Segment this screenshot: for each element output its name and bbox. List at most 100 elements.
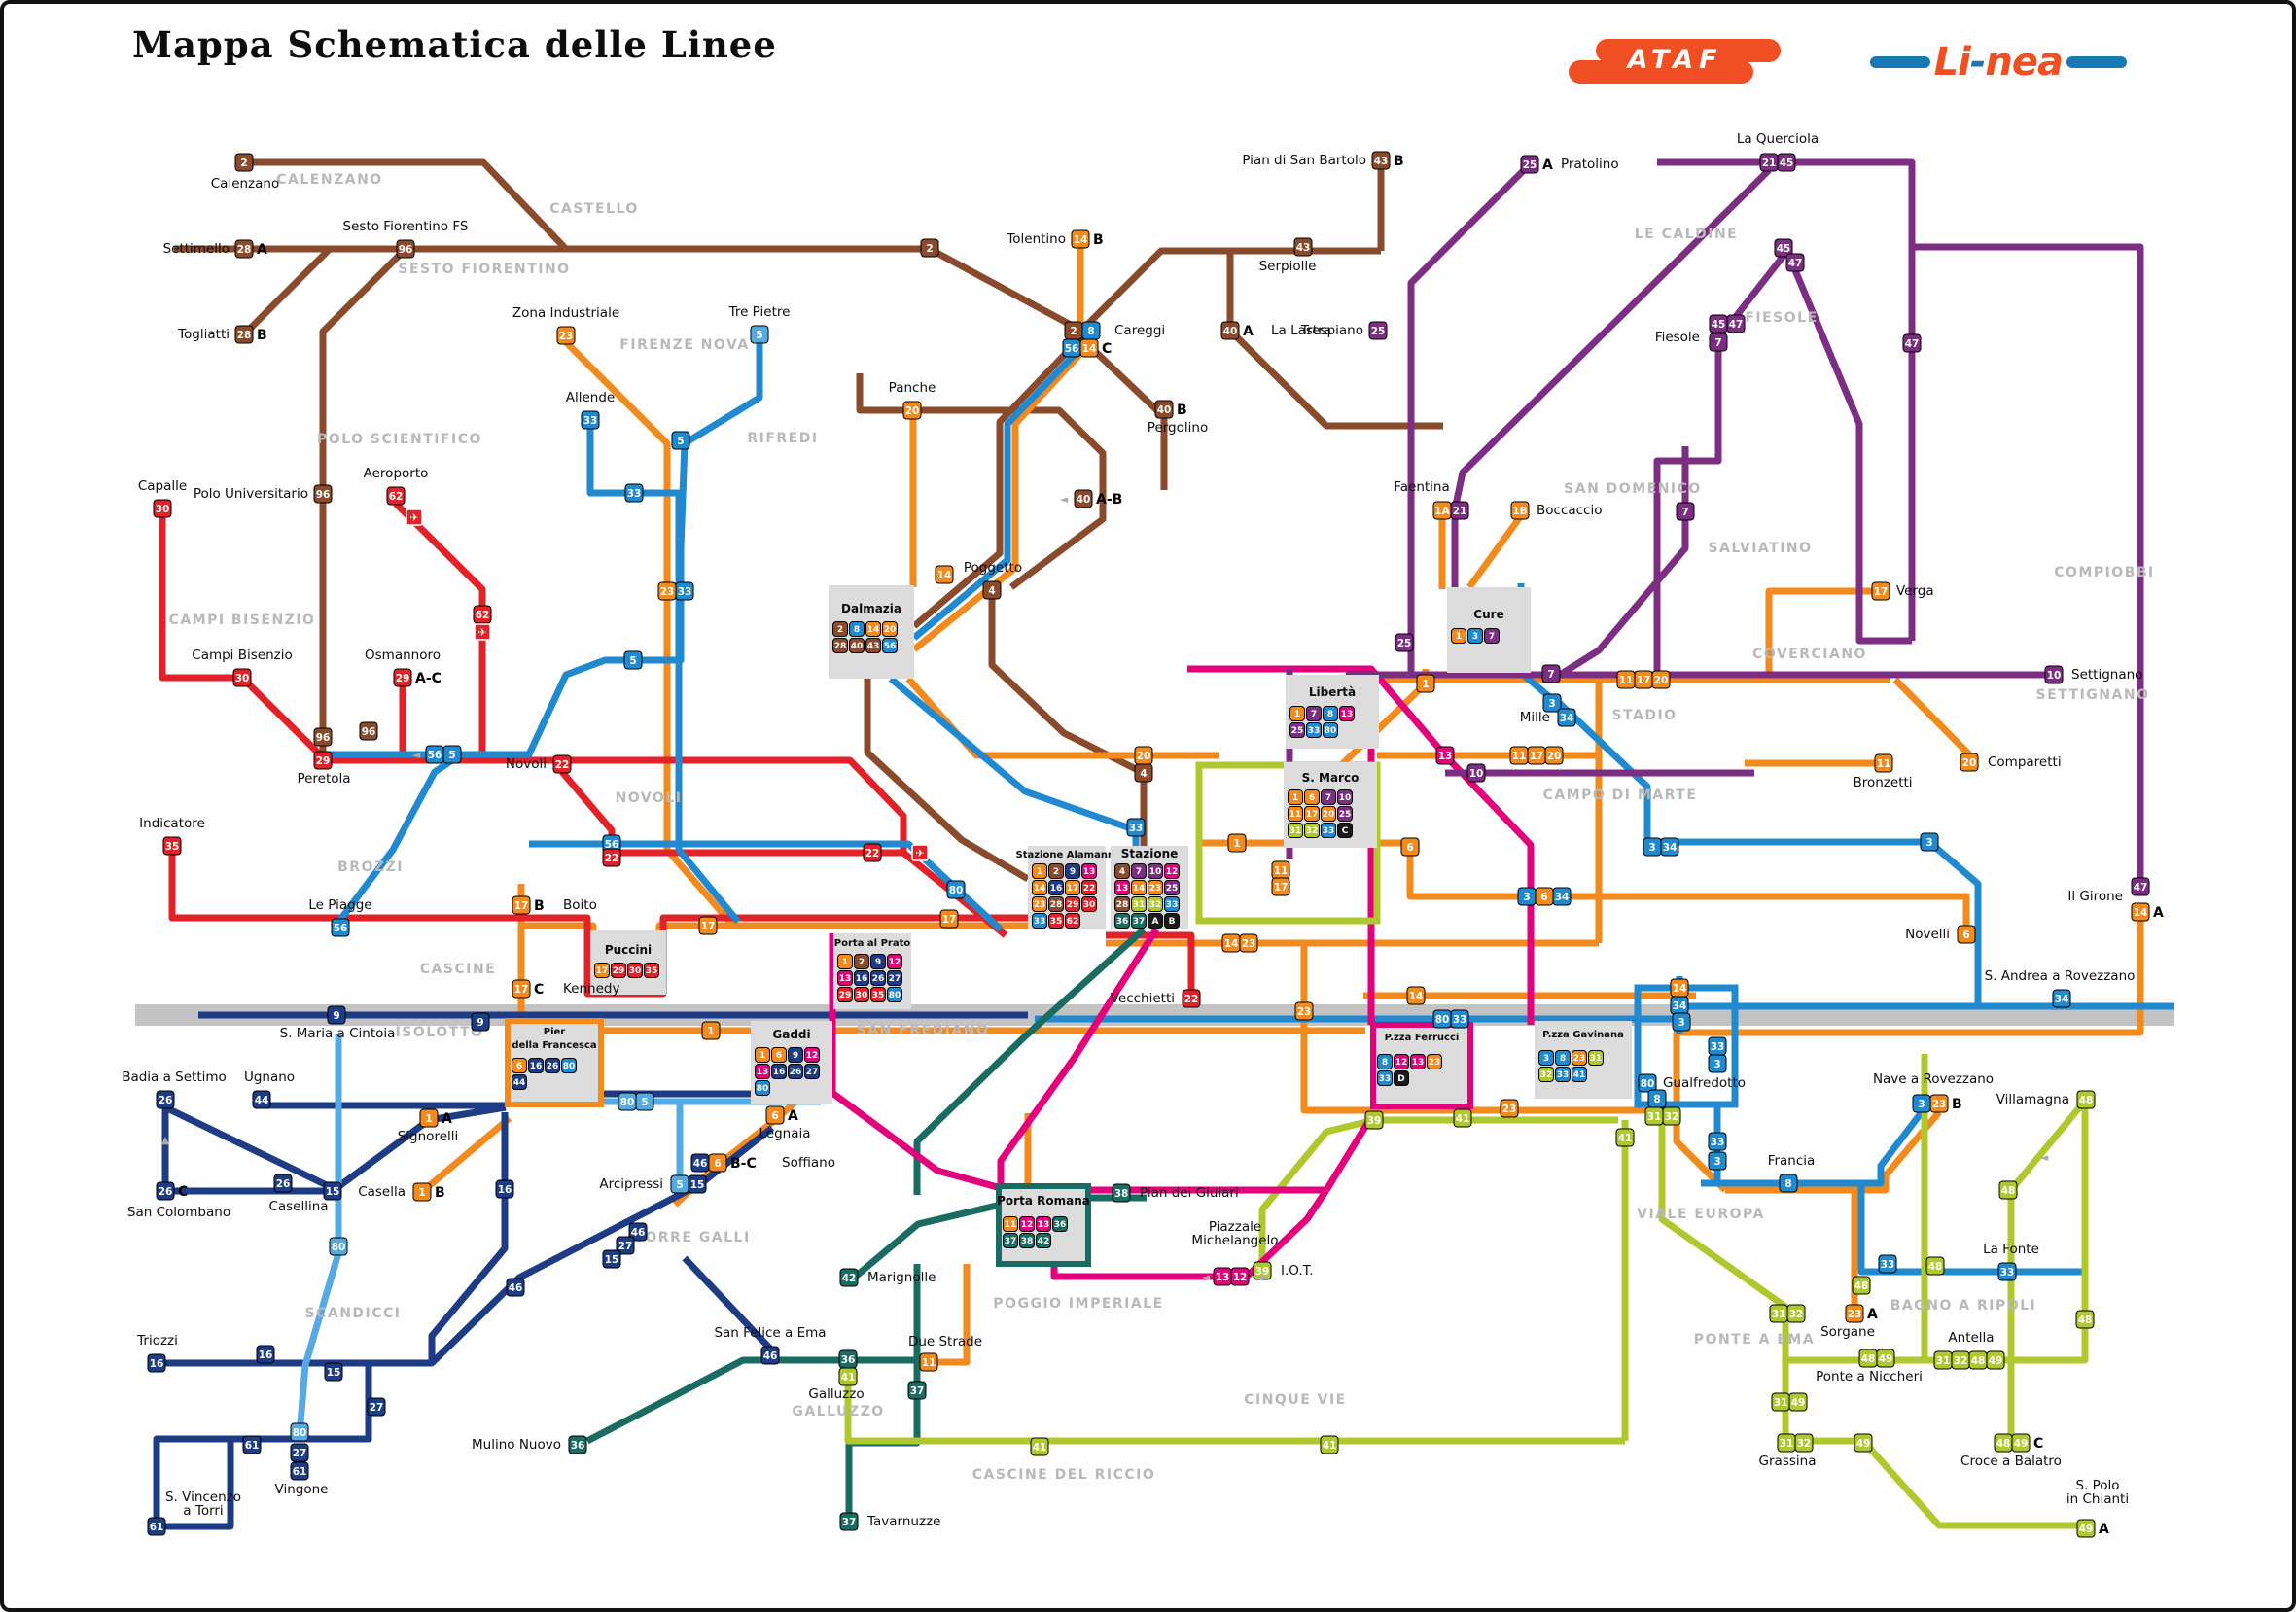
line-badge: 41 bbox=[1453, 1108, 1472, 1128]
bus-line bbox=[319, 246, 408, 760]
station: 47 bbox=[1785, 253, 1805, 272]
svg-text:17: 17 bbox=[1874, 586, 1889, 598]
area-label: SETTIGNANO bbox=[2036, 687, 2150, 703]
station-label: Antella bbox=[1948, 1330, 1994, 1346]
line-badge: 17 bbox=[939, 909, 959, 929]
line-badge: 1 bbox=[755, 1047, 770, 1063]
svg-text:49: 49 bbox=[1879, 1353, 1893, 1365]
branch-letter: A bbox=[1243, 324, 1254, 339]
branch-letter: B bbox=[1177, 403, 1187, 418]
svg-text:22: 22 bbox=[865, 848, 880, 859]
svg-text:36: 36 bbox=[1054, 1220, 1067, 1230]
line-badge: 9 bbox=[788, 1047, 803, 1063]
line-badge: 46 bbox=[760, 1346, 780, 1365]
svg-text:49: 49 bbox=[1989, 1355, 2003, 1367]
svg-text:2: 2 bbox=[240, 158, 247, 169]
station: 80 bbox=[290, 1422, 309, 1442]
line-badge: A bbox=[1148, 913, 1163, 929]
bus-line bbox=[1558, 446, 1689, 678]
svg-text:16: 16 bbox=[1050, 884, 1063, 894]
line-badge: 9 bbox=[1065, 863, 1080, 879]
branch-letter: A bbox=[257, 242, 267, 258]
svg-text:17: 17 bbox=[1637, 675, 1651, 686]
svg-text:11: 11 bbox=[1512, 751, 1527, 762]
station-label: S. Maria a Cintoia bbox=[280, 1026, 396, 1041]
line-badge: 30 bbox=[854, 987, 869, 1002]
svg-text:45: 45 bbox=[1777, 243, 1791, 255]
svg-text:23: 23 bbox=[1573, 1054, 1586, 1064]
line-badge: 33 bbox=[1126, 818, 1146, 837]
svg-text:14: 14 bbox=[867, 625, 880, 635]
line-badge: 1 bbox=[1288, 789, 1303, 805]
station-label: Poggetto bbox=[964, 560, 1022, 576]
station: 10 bbox=[1466, 763, 1486, 783]
line-badge: 33 bbox=[1306, 722, 1322, 738]
bus-line bbox=[330, 1104, 507, 1194]
branch-letter: B-C bbox=[730, 1156, 757, 1172]
svg-text:23: 23 bbox=[1242, 938, 1256, 950]
line-badge: 80 bbox=[1638, 1073, 1657, 1093]
station-label: I.O.T. bbox=[1281, 1263, 1314, 1279]
line-badge: 48 bbox=[2076, 1090, 2096, 1109]
station-label: Calenzano bbox=[211, 176, 280, 192]
svg-text:34: 34 bbox=[1663, 842, 1678, 854]
svg-text:6: 6 bbox=[1962, 929, 1969, 941]
line-badge: 25 bbox=[1395, 633, 1414, 652]
svg-text:20: 20 bbox=[1137, 751, 1151, 762]
svg-text:8: 8 bbox=[854, 625, 860, 635]
svg-text:32: 32 bbox=[1540, 1070, 1553, 1080]
svg-text:28: 28 bbox=[1050, 900, 1063, 910]
line-badge: 80 bbox=[946, 880, 966, 899]
svg-text:26: 26 bbox=[159, 1095, 173, 1106]
line-badge: 11 bbox=[1509, 746, 1529, 765]
svg-text:49: 49 bbox=[2014, 1438, 2029, 1450]
svg-text:17: 17 bbox=[1530, 751, 1544, 762]
svg-text:13: 13 bbox=[1216, 1272, 1230, 1283]
line-badge: 23 bbox=[657, 581, 677, 601]
line-badge: 31 bbox=[1131, 896, 1147, 912]
svg-text:33: 33 bbox=[1379, 1074, 1392, 1084]
station-label: Nave a Rovezzano bbox=[1873, 1071, 1994, 1087]
station: 15 bbox=[324, 1362, 343, 1382]
bus-line bbox=[1226, 251, 1443, 430]
line-badge: 32 bbox=[1662, 1106, 1681, 1126]
line-badge: 48 bbox=[1998, 1180, 2018, 1200]
station-label: Pergolino bbox=[1148, 420, 1208, 436]
line-badge: 96 bbox=[359, 721, 378, 741]
svg-text:1: 1 bbox=[1037, 867, 1042, 877]
station: 17 bbox=[1271, 877, 1290, 896]
svg-text:3: 3 bbox=[1543, 1054, 1549, 1064]
line-badge: 6 bbox=[1304, 789, 1320, 805]
area-label: LE CALDINE bbox=[1635, 227, 1739, 242]
station-label: Vingone bbox=[275, 1482, 329, 1497]
svg-text:37: 37 bbox=[842, 1517, 857, 1528]
svg-text:27: 27 bbox=[889, 974, 901, 984]
line-badge: 17 bbox=[698, 916, 718, 935]
svg-text:11: 11 bbox=[1289, 810, 1302, 820]
line-badge: 14 bbox=[935, 565, 954, 584]
station-label: Mulino Nuovo bbox=[472, 1437, 561, 1453]
line-badge: 45 bbox=[1774, 238, 1793, 258]
svg-text:13: 13 bbox=[1438, 751, 1453, 762]
line-badge: 33 bbox=[1708, 1036, 1727, 1056]
line-badge: 33 bbox=[1997, 1262, 2017, 1281]
svg-text:48: 48 bbox=[2078, 1314, 2093, 1326]
line-badge: 10 bbox=[1466, 763, 1486, 783]
line-badge: 28 bbox=[234, 239, 254, 259]
svg-text:6: 6 bbox=[516, 1062, 522, 1071]
line-badge: 32 bbox=[1786, 1304, 1806, 1323]
station: 5 bbox=[671, 431, 690, 450]
station-label: Careggi bbox=[1114, 323, 1165, 338]
station-label: Casellina bbox=[268, 1199, 328, 1214]
station: 41 bbox=[1320, 1435, 1339, 1454]
station: 41 bbox=[1453, 1108, 1472, 1128]
svg-text:56: 56 bbox=[334, 923, 348, 934]
bus-line bbox=[585, 1356, 917, 1445]
